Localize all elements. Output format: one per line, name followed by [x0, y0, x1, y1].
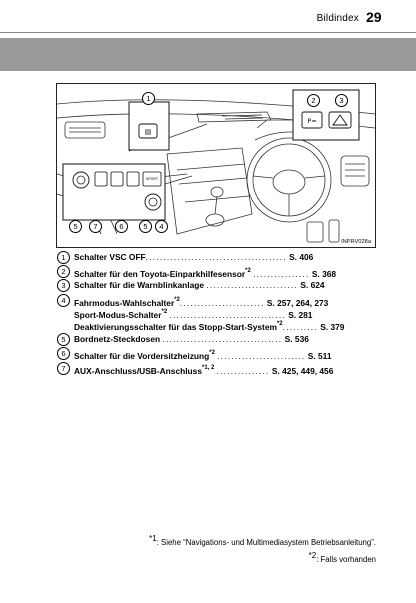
- callout-3: 3: [335, 94, 348, 107]
- callout-4: 4: [155, 220, 168, 233]
- sport-switch-label: SPORT: [146, 177, 158, 181]
- item-page: S. 368: [311, 269, 337, 279]
- leader-dots: .................................: [169, 310, 286, 320]
- item-label: Sport-Modus-Schalter: [74, 310, 162, 320]
- footnote-mark: *2: [161, 309, 168, 315]
- callout-5b: 5: [139, 220, 152, 233]
- item-label: Bordnetz-Steckdosen: [74, 334, 161, 344]
- callout-5a: 5: [69, 220, 82, 233]
- item-label: Schalter für den Toyota-Einparkhilfesens…: [74, 269, 246, 279]
- header-band: [0, 38, 416, 71]
- footnote-mark: *1, 2: [201, 365, 215, 371]
- footnote-1: *1: Siehe “Navigations- und Multimediasy…: [149, 534, 376, 547]
- footnote-mark: *2: [245, 268, 251, 274]
- item-page: S. 406: [289, 252, 314, 262]
- leader-dots: ........................: [179, 298, 265, 308]
- leader-dots: ..........: [282, 322, 318, 332]
- footnote-mark: *2: [174, 297, 180, 303]
- item-page: S. 536: [284, 334, 309, 344]
- leader-dots: ..................................: [162, 334, 283, 344]
- item-page: S. 425, 449, 456: [271, 366, 334, 376]
- item-label: Schalter für die Warnblinkanlage: [74, 280, 204, 290]
- callout-7: 7: [89, 220, 102, 233]
- figure-code: INPRV028a: [341, 239, 371, 245]
- footnote-2: *2: Falls vorhanden: [309, 551, 376, 564]
- item-label: Schalter VSC OFF: [74, 252, 146, 262]
- callout-6: 6: [115, 220, 128, 233]
- header-rule: [0, 32, 416, 33]
- item-page: S. 511: [307, 351, 332, 361]
- callout-2: 2: [307, 94, 320, 107]
- footnote-mark: *2: [276, 321, 283, 327]
- item-label: Schalter für die Vordersitzheizung: [74, 351, 210, 361]
- leader-dots: ..........................: [206, 280, 299, 290]
- footnote-mark: *2: [209, 350, 215, 356]
- item-number: 2: [57, 265, 70, 278]
- item-number: 7: [57, 362, 70, 375]
- item-page: S. 257, 264, 273: [266, 298, 329, 308]
- leader-dots: .........................: [217, 351, 306, 361]
- callout-1: 1: [142, 92, 155, 105]
- item-page: S. 379: [320, 322, 345, 332]
- item-number: 6: [57, 347, 70, 360]
- item-page: S. 624: [300, 280, 325, 290]
- footnote-text: : Siehe “Navigations- und Multimediasyst…: [156, 538, 376, 547]
- item-label: Deaktivierungsschalter für das Stopp-Sta…: [74, 322, 277, 332]
- item-label: Fahrmodus-Wahlschalter: [74, 298, 175, 308]
- item-number: 5: [57, 333, 70, 346]
- footnote-mark: *2: [308, 551, 317, 560]
- section-title: Bildindex: [316, 13, 359, 24]
- dashboard-drawing: ▤ P≈: [57, 89, 375, 243]
- item-number: 4: [57, 294, 70, 307]
- leader-dots: ................: [253, 269, 310, 279]
- page-number: 29: [366, 9, 382, 25]
- item-page: S. 281: [288, 310, 313, 320]
- footnote-text: : Falls vorhanden: [316, 555, 376, 564]
- item-number: 3: [57, 279, 70, 292]
- dashboard-illustration: ▤ P≈ SPORT 1 2 3 5 7 6 5 4 INPRV028a: [56, 83, 376, 248]
- item-label: AUX-Anschluss/USB-Anschluss: [74, 366, 202, 376]
- svg-text:P≈: P≈: [307, 117, 316, 125]
- leader-dots: ...............: [216, 366, 270, 376]
- leader-dots: ........................................: [145, 252, 287, 262]
- footnote-mark: *1: [149, 534, 157, 543]
- item-number: 1: [57, 251, 70, 264]
- svg-text:▤: ▤: [145, 128, 152, 136]
